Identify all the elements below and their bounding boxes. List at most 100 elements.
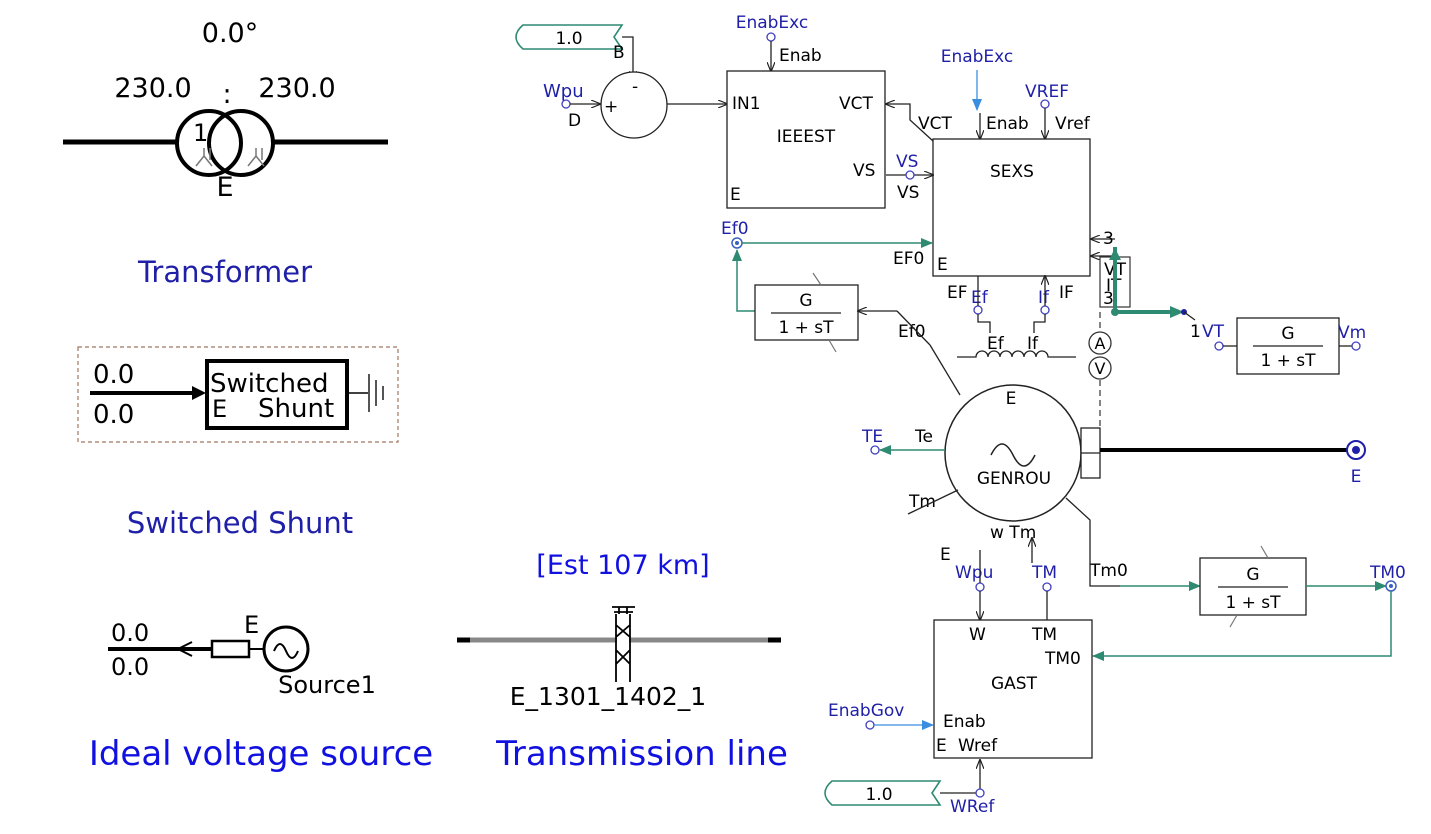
source-value-bottom: 0.0 (111, 653, 149, 681)
ieeest-in-port: IN1 (732, 94, 761, 114)
field-if-label: If (1027, 334, 1039, 354)
vt-tap-arrow-icon (1170, 306, 1184, 318)
vt-filter-in-pin[interactable] (1214, 341, 1224, 351)
genrou-wtm-label: w Tm (990, 523, 1036, 543)
sexs-ef0-port: EF0 (893, 249, 924, 269)
transformer-ratio-left: 230.0 (114, 73, 191, 104)
transformer-winding-secondary (207, 109, 275, 177)
line-name: E_1301_1402_1 (510, 682, 706, 711)
vt-filter-den: 1 + sT (1260, 351, 1316, 371)
ef-pin[interactable] (973, 305, 983, 315)
sum-const-tag (515, 24, 624, 50)
ammeter-icon (1088, 331, 1112, 355)
shunt-label-line1: Switched (210, 369, 328, 399)
vt-filter-out-pin[interactable] (1351, 341, 1361, 351)
tm0-node-dot (1389, 584, 1393, 588)
genrou-te-pin[interactable] (870, 445, 880, 455)
ieeest-enab-pin[interactable] (766, 32, 776, 42)
if-field-wire (1033, 314, 1046, 333)
source-caption: Ideal voltage source (89, 734, 433, 774)
vs-pin[interactable] (905, 170, 915, 180)
tm0-filter-g: G (1246, 565, 1259, 585)
voltmeter-icon (1088, 356, 1112, 380)
gast-e-port: E (936, 736, 947, 756)
gast-tm-label: TM (1031, 563, 1057, 583)
gast-enab-pin[interactable] (865, 720, 875, 730)
gast-wpu-label: Wpu (955, 563, 993, 583)
tm0-filter-out-label: TM0 (1369, 563, 1406, 583)
gast-e-top: E (940, 545, 951, 565)
ieeest-vct-port: VCT (839, 94, 873, 114)
sum-minus-sign: - (632, 77, 638, 97)
ef0-filter-out-label: Ef0 (898, 322, 926, 342)
sexs-vref-pin[interactable] (1040, 99, 1050, 109)
transmission-line[interactable]: [Est 107 km] E_1301_1402_1 (457, 550, 781, 711)
transformer-angle: 0.0° (202, 18, 258, 49)
genrou-bus-label: E (1351, 467, 1362, 487)
genrou-machine[interactable]: E GENROU E TE Te Tm w Tm Tm0 (861, 384, 1366, 587)
gast-tm-pin[interactable] (1042, 582, 1052, 592)
sum-input-label: Wpu (543, 81, 584, 102)
tm0-limiter-icon (1229, 545, 1269, 628)
wye-left-icon (195, 148, 213, 167)
gast-block[interactable]: E Wpu TM W TM TM0 GAST EnabGov Enab E Wr… (824, 538, 1093, 817)
transformer-ratio-separator: : (222, 79, 231, 110)
ef0-genrou-wire-b (896, 310, 931, 346)
sum-input-pin[interactable] (561, 99, 571, 109)
ef0-filter-g: G (799, 291, 812, 311)
shunt-value-top: 0.0 (93, 360, 134, 390)
source-bus-label: E (244, 611, 259, 639)
gast-box (933, 619, 1093, 759)
wye-right-icon (247, 148, 265, 167)
limiter-icon (812, 272, 837, 353)
tm0-feedback-wire (1092, 591, 1392, 661)
ef0-feedback-wire (732, 249, 755, 312)
switched-shunt[interactable]: 0.0 0.0 Switched E Shunt (77, 346, 399, 443)
sexs-if-label: If (1038, 288, 1050, 308)
shunt-block (205, 359, 349, 430)
genrou-tm-wire (907, 489, 959, 515)
gast-wref-port: Wref (958, 736, 998, 756)
gast-w-port: W (969, 625, 986, 645)
ieeest-block[interactable]: EnabExc Enab IN1 VCT IEEEST VS E (726, 13, 886, 209)
tm0-filter-block[interactable]: G 1 + sT TM0 (1092, 545, 1406, 661)
gast-wpu-pin[interactable] (975, 582, 985, 592)
sexs-bus-num-b: 3 (1103, 289, 1114, 309)
ef0-filter-den: 1 + sT (778, 318, 834, 338)
sexs-block[interactable]: EnabExc VREF VCT Enab Vref SEXS VS VS Ef… (721, 47, 1196, 333)
genrou-tm-port: Tm (908, 492, 936, 512)
sexs-name: SEXS (990, 162, 1034, 182)
sexs-if-port: IF (1059, 283, 1074, 303)
gast-wref-pin[interactable] (975, 788, 985, 798)
genrou-tm0-port: Tm0 (1089, 561, 1128, 581)
transformer[interactable]: 0.0° 230.0 : 230.0 1 E (63, 18, 388, 203)
source-name: Source1 (278, 671, 376, 699)
sexs-vs-port: VS (897, 183, 919, 203)
shunt-label-line2: Shunt (258, 394, 334, 424)
ground-icon (368, 374, 384, 412)
sexs-ef0-label: Ef0 (721, 219, 749, 239)
vt-filter-block[interactable]: 1 VT G 1 + sT Vm (1190, 317, 1366, 375)
transformer-bus-label: E (216, 172, 233, 203)
shunt-value-bottom: 0.0 (93, 400, 134, 430)
transformer-winding-number: 1 (193, 119, 208, 147)
sexs-bus-num-a: 3 (1103, 229, 1114, 249)
gast-const-value: 1.0 (865, 785, 892, 805)
ieeest-box (726, 70, 886, 209)
ideal-voltage-source[interactable]: 0.0 0.0 E Source1 (108, 611, 376, 699)
source-impedance (210, 639, 251, 659)
sexs-enab-label: EnabExc (941, 47, 1014, 67)
sexs-vct-port: VCT (918, 114, 952, 134)
ef0-filter-block[interactable]: G 1 + sT Ef0 (732, 249, 961, 396)
genrou-tm0-wire (1065, 497, 1120, 587)
sum-plus-sign: + (604, 97, 618, 117)
field-winding: Ef If (957, 334, 1076, 358)
if-pin[interactable] (1040, 305, 1050, 315)
vt-filter-out-label: Vm (1338, 323, 1366, 343)
summing-junction[interactable]: 1.0 B - + Wpu D (515, 24, 727, 139)
transformer-caption: Transformer (137, 255, 312, 289)
sexs-vs-label: VS (896, 152, 918, 172)
gast-wref-wire (940, 760, 980, 794)
meters: A V (1088, 312, 1112, 428)
sum-port-d: D (568, 111, 581, 131)
